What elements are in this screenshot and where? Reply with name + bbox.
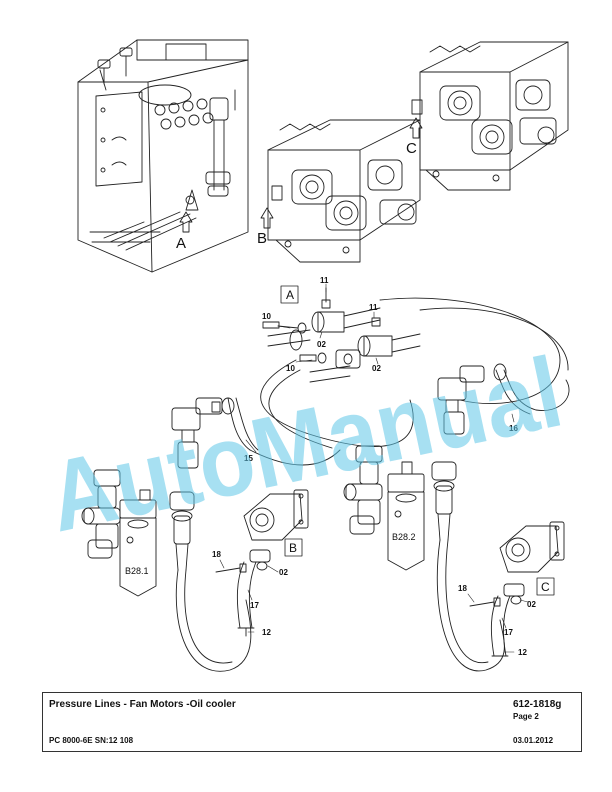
filter-group-b28-2 xyxy=(343,445,505,672)
title-block: Pressure Lines - Fan Motors -Oil cooler … xyxy=(42,692,582,752)
fan-motor-detail-c xyxy=(469,521,565,657)
filter-group-b28-1 xyxy=(81,469,252,672)
detail-box-c xyxy=(536,577,555,596)
fitting-cluster-left xyxy=(171,397,341,469)
callout-18-a: 18 xyxy=(212,550,221,559)
detail-box-b-label: B xyxy=(289,541,297,555)
callout-11-a: 11 xyxy=(320,276,329,285)
callout-10-a: 10 xyxy=(262,312,271,321)
fan-motor-block-b xyxy=(267,119,421,263)
view-arrows xyxy=(179,117,423,233)
fitting-cluster-right xyxy=(437,363,570,435)
page-number: Page 2 xyxy=(513,712,539,721)
callout-11-b: 11 xyxy=(369,303,378,312)
drawing-code: 612-1818g xyxy=(513,699,562,710)
view-label-a: A xyxy=(176,235,186,252)
callout-02-b: 02 xyxy=(372,364,381,373)
machine-model: PC 8000-6E SN:12 108 xyxy=(49,736,134,745)
callout-17-a: 17 xyxy=(250,601,259,610)
callout-12-b: 12 xyxy=(518,648,527,657)
detail-box-a-label: A xyxy=(286,288,294,302)
watermark: AutoManual xyxy=(39,336,571,554)
parts-diagram: A B C A B C B28.1 B28.2 11 11 10 02 10 0… xyxy=(39,39,571,672)
detail-box-a xyxy=(280,285,299,304)
fan-motor-block-c xyxy=(411,41,569,191)
drawing-title: Pressure Lines - Fan Motors -Oil cooler xyxy=(49,699,236,710)
filter-label-b28-2: B28.2 xyxy=(392,532,416,542)
view-label-c: C xyxy=(406,140,417,157)
callout-02-a: 02 xyxy=(317,340,326,349)
filter-label-b28-1: B28.1 xyxy=(125,566,149,576)
detail-box-b xyxy=(284,538,303,557)
callout-02-d: 02 xyxy=(527,600,536,609)
callout-02-c: 02 xyxy=(279,568,288,577)
callout-12-a: 12 xyxy=(262,628,271,637)
view-label-b: B xyxy=(257,230,267,247)
callout-17-b: 17 xyxy=(504,628,513,637)
drawing-date: 03.01.2012 xyxy=(513,736,554,745)
leader-lines xyxy=(219,283,529,653)
detail-a-fittings xyxy=(260,287,569,449)
callout-10-b: 10 xyxy=(286,364,295,373)
cooler-frame xyxy=(77,39,249,273)
callout-15: 15 xyxy=(244,454,253,463)
detail-box-c-label: C xyxy=(541,580,550,594)
callout-18-b: 18 xyxy=(458,584,467,593)
fan-motor-detail-b xyxy=(215,489,309,637)
callout-16: 16 xyxy=(509,424,518,433)
